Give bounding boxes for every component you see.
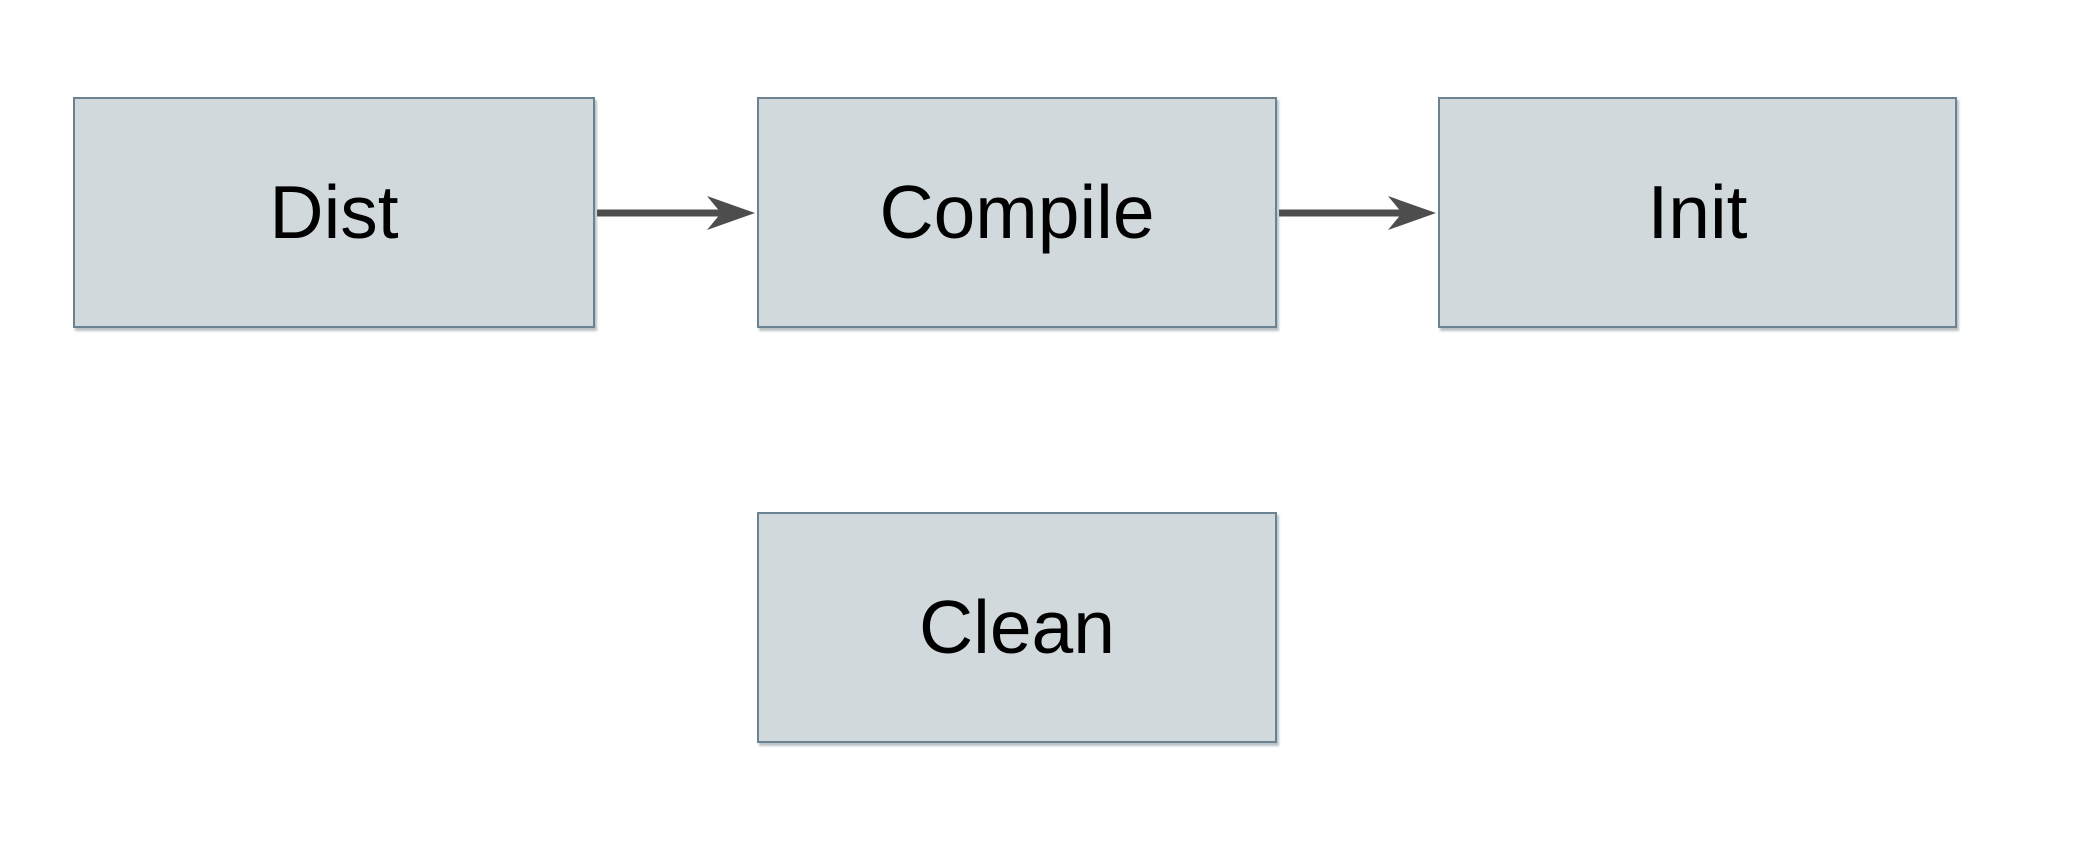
node-clean-label: Clean bbox=[919, 585, 1115, 669]
node-dist-label: Dist bbox=[269, 170, 399, 254]
node-init[interactable]: Init bbox=[1438, 97, 1957, 328]
connector-compile-to-init[interactable] bbox=[1279, 196, 1436, 230]
node-dist[interactable]: Dist bbox=[73, 97, 595, 328]
node-clean[interactable]: Clean bbox=[757, 512, 1277, 743]
connector-dist-to-compile[interactable] bbox=[597, 196, 755, 230]
node-compile[interactable]: Compile bbox=[757, 97, 1277, 328]
arrowhead-icon bbox=[707, 196, 755, 230]
node-compile-label: Compile bbox=[879, 170, 1155, 254]
node-init-label: Init bbox=[1647, 170, 1748, 254]
arrowhead-icon bbox=[1388, 196, 1436, 230]
